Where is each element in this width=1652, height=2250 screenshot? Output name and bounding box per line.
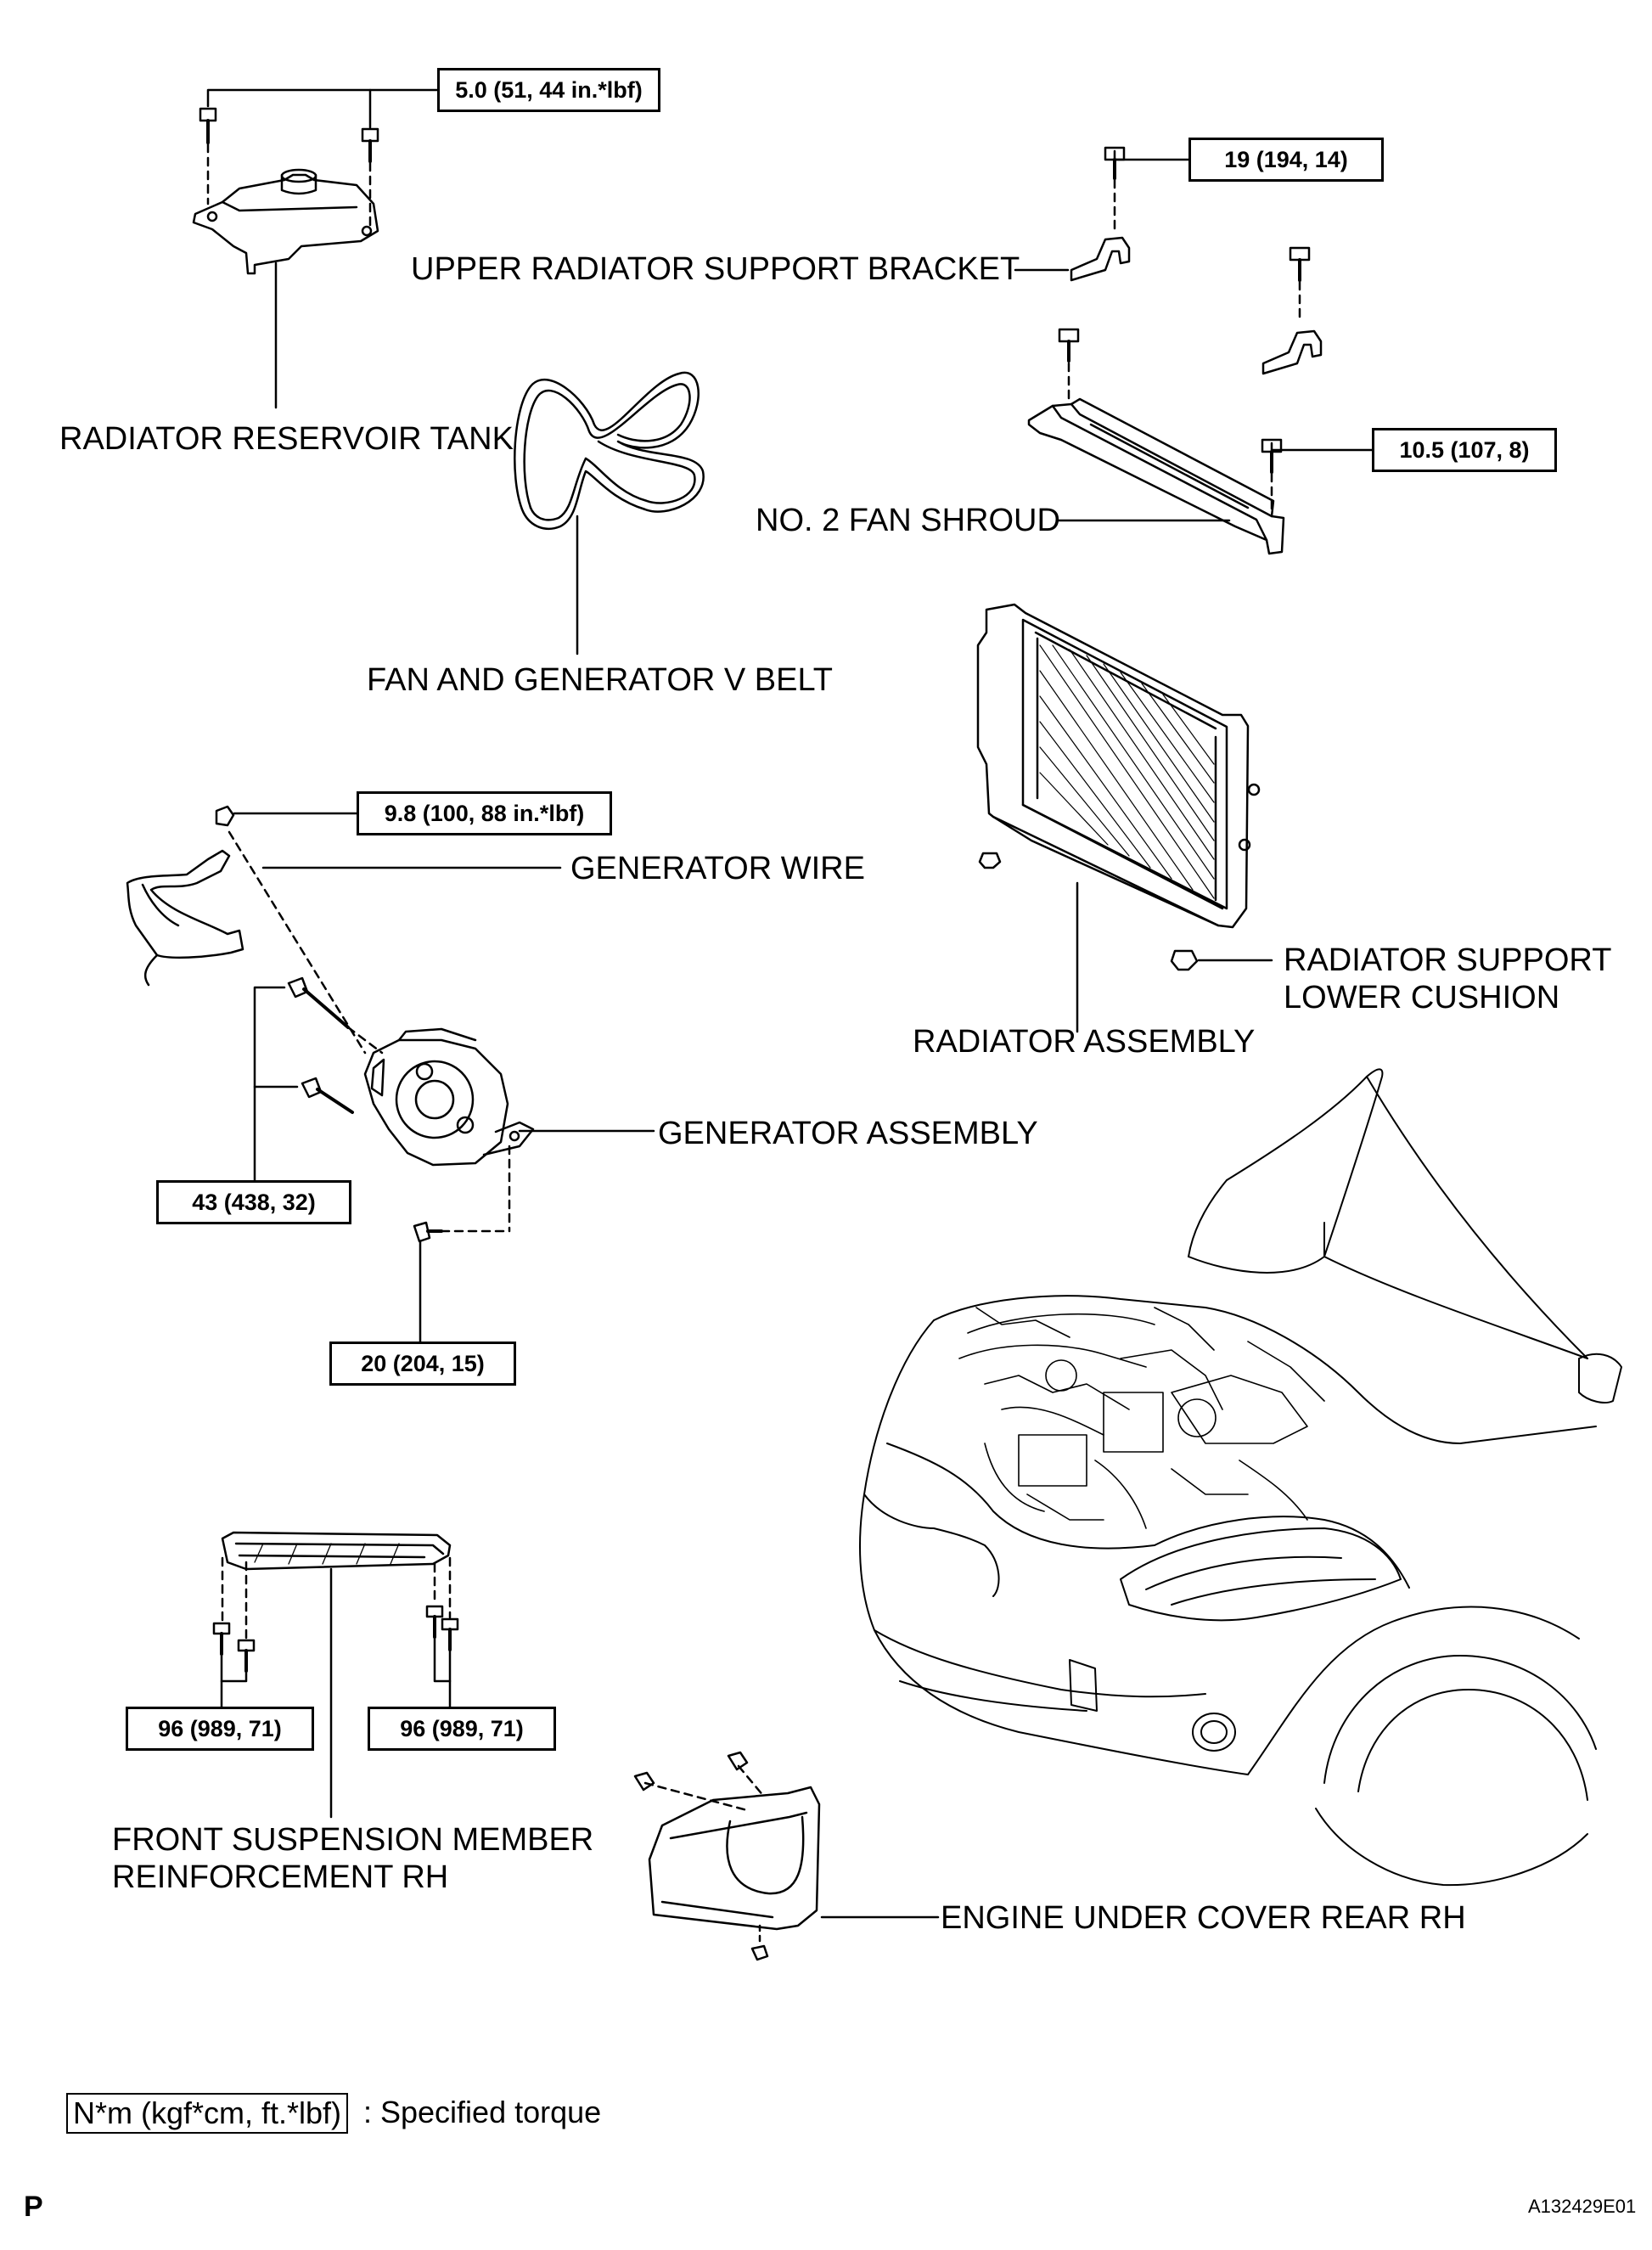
label-lower-cushion-line2: LOWER CUSHION [1284,980,1560,1015]
label-reservoir-tank: RADIATOR RESERVOIR TANK [59,421,514,457]
torque-box-generator-wire: 9.8 (100, 88 in.*lbf) [357,791,612,835]
torque-box-fan-shroud: 10.5 (107, 8) [1372,428,1557,472]
suspension-reinforcement-drawing [212,1531,459,1819]
torque-box-generator-lower: 20 (204, 15) [329,1342,516,1386]
label-generator-assembly: GENERATOR ASSEMBLY [658,1116,1038,1151]
vehicle-front-drawing [859,1068,1622,1887]
figure-id: A132429E01 [1528,2196,1637,2217]
label-fan-shroud: NO. 2 FAN SHROUD [756,503,1060,538]
label-upper-bracket: UPPER RADIATOR SUPPORT BRACKET [411,251,1020,287]
fan-shroud-drawing [1027,328,1374,555]
torque-box-reservoir: 5.0 (51, 44 in.*lbf) [437,68,660,112]
generator-drawing [253,976,655,1343]
label-v-belt: FAN AND GENERATOR V BELT [367,662,834,698]
generator-wire-drawing [126,805,562,1055]
v-belt-drawing [514,371,705,655]
label-under-cover: ENGINE UNDER COVER REAR RH [941,1900,1466,1936]
label-generator-wire: GENERATOR WIRE [570,851,865,886]
radiator-drawing [976,603,1273,1033]
reservoir-tank-drawing [192,88,439,409]
torque-box-upper-bracket: 19 (194, 14) [1188,138,1384,182]
upper-bracket-drawing [1014,146,1323,375]
label-suspension-line2: REINFORCEMENT RH [112,1859,449,1895]
legend-description: : Specified torque [363,2095,602,2129]
under-cover-drawing [633,1751,940,1961]
legend-unit-box: N*m (kgf*cm, ft.*lbf) [66,2093,349,2134]
label-radiator-assembly: RADIATOR ASSEMBLY [913,1024,1256,1060]
torque-box-suspension-left: 96 (989, 71) [126,1707,314,1751]
label-suspension-line1: FRONT SUSPENSION MEMBER [112,1822,594,1858]
torque-box-suspension-right: 96 (989, 71) [368,1707,556,1751]
page-mark: P [24,2191,43,2223]
label-lower-cushion-line1: RADIATOR SUPPORT [1284,942,1612,978]
torque-box-generator-bolts: 43 (438, 32) [156,1180,351,1224]
